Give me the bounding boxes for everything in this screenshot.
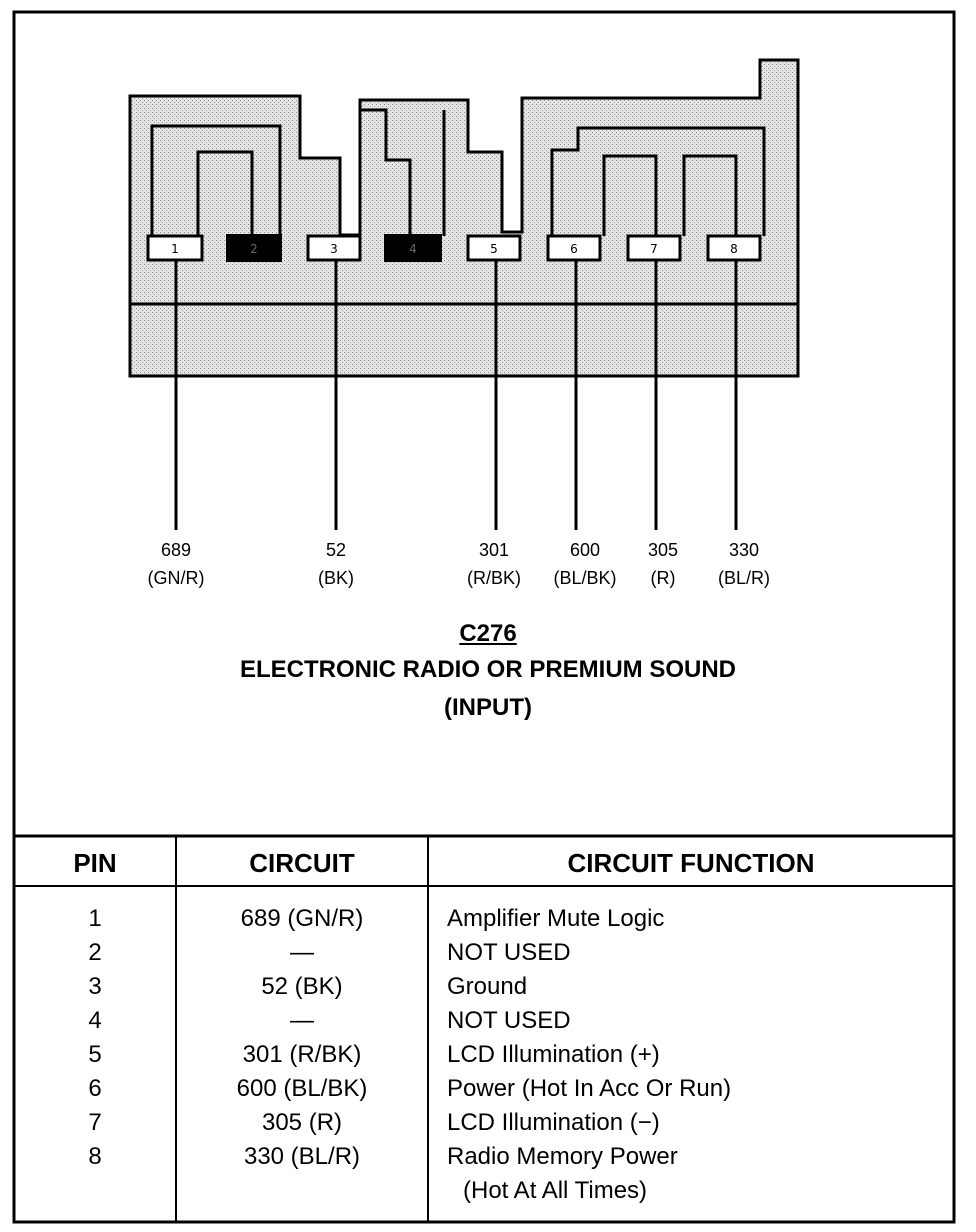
- wire-label-600: 600 (BL/BK): [540, 536, 630, 592]
- table-cell-pin: 5: [88, 1041, 102, 1068]
- table-cell-pin: 7: [88, 1109, 102, 1136]
- pin-box-4: [384, 234, 442, 262]
- connector-name: ELECTRONIC RADIO OR PREMIUM SOUND: [239, 656, 736, 683]
- wire-color: (GN/R): [147, 568, 205, 588]
- wire-label-52: 52 (BK): [291, 536, 381, 592]
- pin-box-7: [626, 234, 682, 262]
- wire-circuit: 301: [478, 540, 510, 560]
- pin-box-5: [466, 234, 522, 262]
- table-cell-circuit: 301 (R/BK): [242, 1041, 362, 1068]
- table-cell-pin: 6: [88, 1075, 102, 1102]
- table-cell-circuit: 600 (BL/BK): [236, 1075, 368, 1102]
- table-cell-function: Radio Memory Power: [447, 1143, 678, 1170]
- header-function: CIRCUIT FUNCTION: [567, 848, 815, 878]
- pin-number-3: 3: [330, 242, 338, 256]
- header-pin: PIN: [73, 848, 117, 878]
- table-cell-pin: 2: [88, 939, 102, 966]
- connector-subtitle: (INPUT): [444, 694, 532, 721]
- pin-box-8: [706, 234, 762, 262]
- wire-circuit: 52: [325, 540, 347, 560]
- pin-number-7: 7: [650, 242, 658, 256]
- outer-border: [12, 10, 956, 1224]
- table-cell-pin: 4: [88, 1007, 102, 1034]
- table-cell-function-continuation: (Hot At All Times): [463, 1177, 648, 1204]
- table-cell-pin: 8: [88, 1143, 102, 1170]
- wire-label-301: 301 (R/BK): [449, 536, 539, 592]
- table-cell-circuit: —: [290, 1007, 314, 1034]
- wire-circuit: 689: [160, 540, 192, 560]
- table-cell-function: Amplifier Mute Logic: [447, 905, 665, 932]
- wire-label-330: 330 (BL/R): [699, 536, 789, 592]
- pin-box-1: [146, 234, 204, 262]
- pin-box-2: [226, 234, 282, 262]
- function-column: Amplifier Mute Logic NOT USED Ground NOT…: [447, 902, 947, 1208]
- table-cell-circuit: 305 (R): [261, 1109, 343, 1136]
- table-cell-circuit: —: [290, 939, 314, 966]
- connector-id: C276: [459, 620, 517, 647]
- table-cell-circuit: 330 (BL/R): [243, 1143, 361, 1170]
- pin-box-3: [306, 234, 362, 262]
- table-cell-pin: 1: [88, 905, 102, 932]
- table-cell-pin: 3: [88, 973, 102, 1000]
- connector-body: [128, 58, 800, 378]
- table-cell-function: NOT USED: [447, 1007, 571, 1034]
- wire-color: (R): [650, 568, 676, 588]
- table-cell-function: LCD Illumination (+): [447, 1041, 660, 1068]
- wire-color: (R/BK): [467, 568, 521, 588]
- wire-color: (BK): [318, 568, 354, 588]
- wire-color: (BL/R): [717, 568, 770, 588]
- table-cell-function: Power (Hot In Acc Or Run): [447, 1075, 732, 1102]
- table-cell-circuit: 689 (GN/R): [240, 905, 364, 932]
- table-cell-function: LCD Illumination (−): [447, 1109, 660, 1136]
- pin-box-6: [546, 234, 602, 262]
- table-cell-function: Ground: [447, 973, 528, 1000]
- pin-number-5: 5: [490, 242, 498, 256]
- pin-number-4: 4: [409, 242, 417, 256]
- pin-number-2: 2: [250, 242, 258, 256]
- pin-number-1: 1: [171, 242, 179, 256]
- wire-circuit: 600: [569, 540, 601, 560]
- pin-number-6: 6: [570, 242, 578, 256]
- wire-circuit: 330: [728, 540, 760, 560]
- wires: [174, 260, 738, 530]
- pins: 1 2 3 4 5 6 7 8: [146, 234, 762, 262]
- wire-color: (BL/BK): [553, 568, 617, 588]
- wire-label-305: 305 (R): [618, 536, 708, 592]
- header-circuit: CIRCUIT: [249, 848, 355, 878]
- table-cell-function: NOT USED: [447, 939, 571, 966]
- pin-number-8: 8: [730, 242, 738, 256]
- pin-column: 1 2 3 4 5 6 7 8: [14, 902, 176, 1174]
- circuit-column: 689 (GN/R) — 52 (BK) — 301 (R/BK) 600 (B…: [176, 902, 428, 1174]
- wire-circuit: 305: [647, 540, 679, 560]
- wire-label-689: 689 (GN/R): [131, 536, 221, 592]
- table-cell-circuit: 52 (BK): [261, 973, 343, 1000]
